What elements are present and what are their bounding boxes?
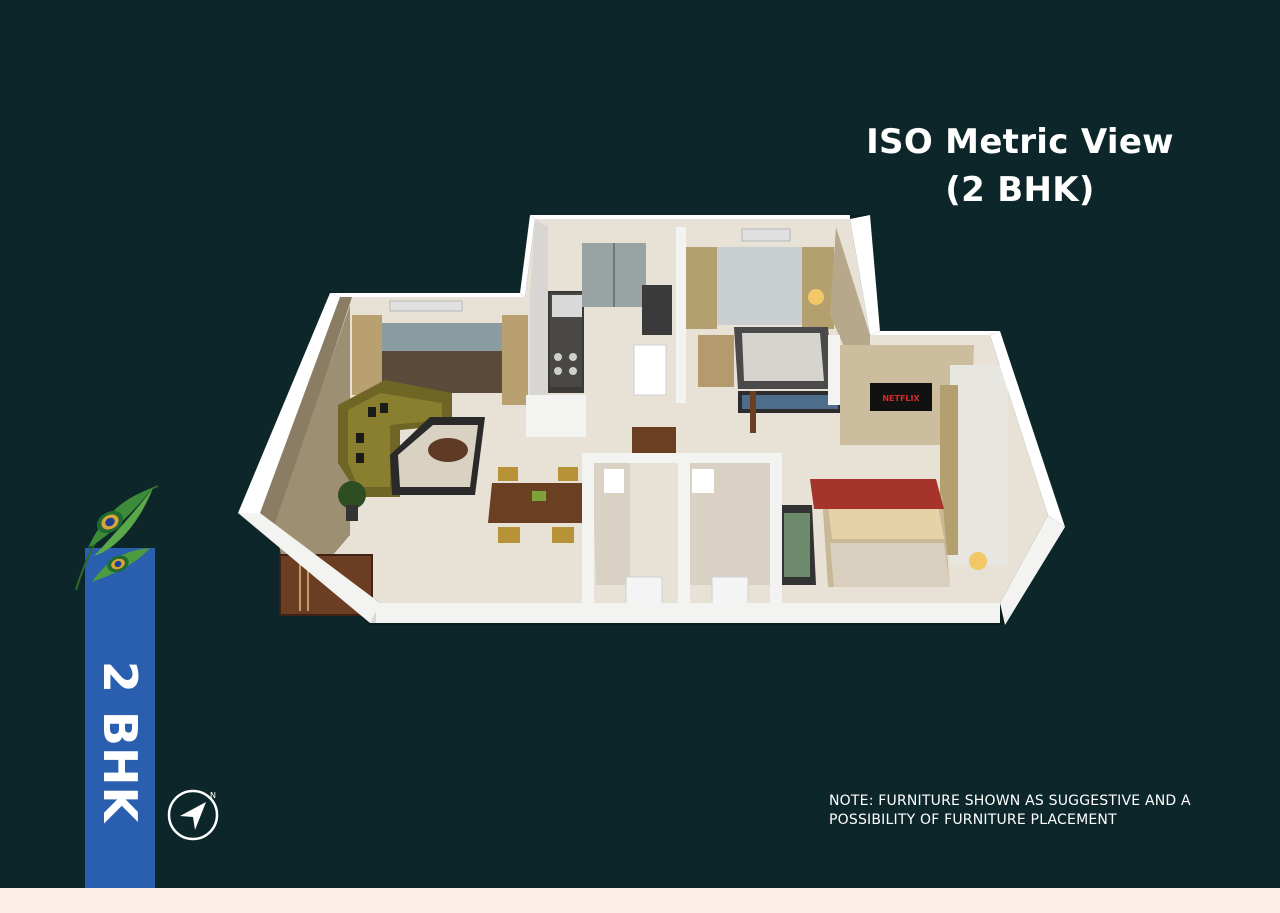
peacock-feather-icon bbox=[75, 485, 159, 591]
tv-screen-text: NETFLIX bbox=[882, 394, 920, 403]
heading-line-1: ISO Metric View bbox=[866, 122, 1174, 162]
right-wall bbox=[1000, 515, 1065, 625]
tv bbox=[870, 383, 932, 411]
furniture-note: NOTE: FURNITURE SHOWN AS SUGGESTIVE AND … bbox=[829, 792, 1259, 830]
side-banner-label: 2 BHK bbox=[93, 660, 147, 824]
isometric-floor-plan: NETFLIX bbox=[238, 215, 1065, 625]
side-banner bbox=[85, 548, 155, 888]
bedroom-2-rug bbox=[810, 479, 944, 509]
heading-line-2: (2 BHK) bbox=[945, 170, 1095, 210]
note-line-1: NOTE: FURNITURE SHOWN AS SUGGESTIVE AND … bbox=[829, 793, 1191, 809]
north-arrow-icon: N bbox=[167, 789, 219, 841]
svg-text:N: N bbox=[210, 791, 216, 800]
dining-table bbox=[488, 483, 590, 523]
bottom-band bbox=[0, 888, 1280, 913]
note-line-2: POSSIBILITY OF FURNITURE PLACEMENT bbox=[829, 812, 1117, 828]
page-heading: ISO Metric View (2 BHK) bbox=[840, 118, 1200, 214]
left-wall bbox=[238, 513, 380, 623]
kitchen-wall bbox=[530, 219, 548, 405]
bedroom-2-window bbox=[950, 365, 1008, 565]
front-wall bbox=[376, 603, 1000, 623]
living-wall bbox=[260, 297, 352, 525]
